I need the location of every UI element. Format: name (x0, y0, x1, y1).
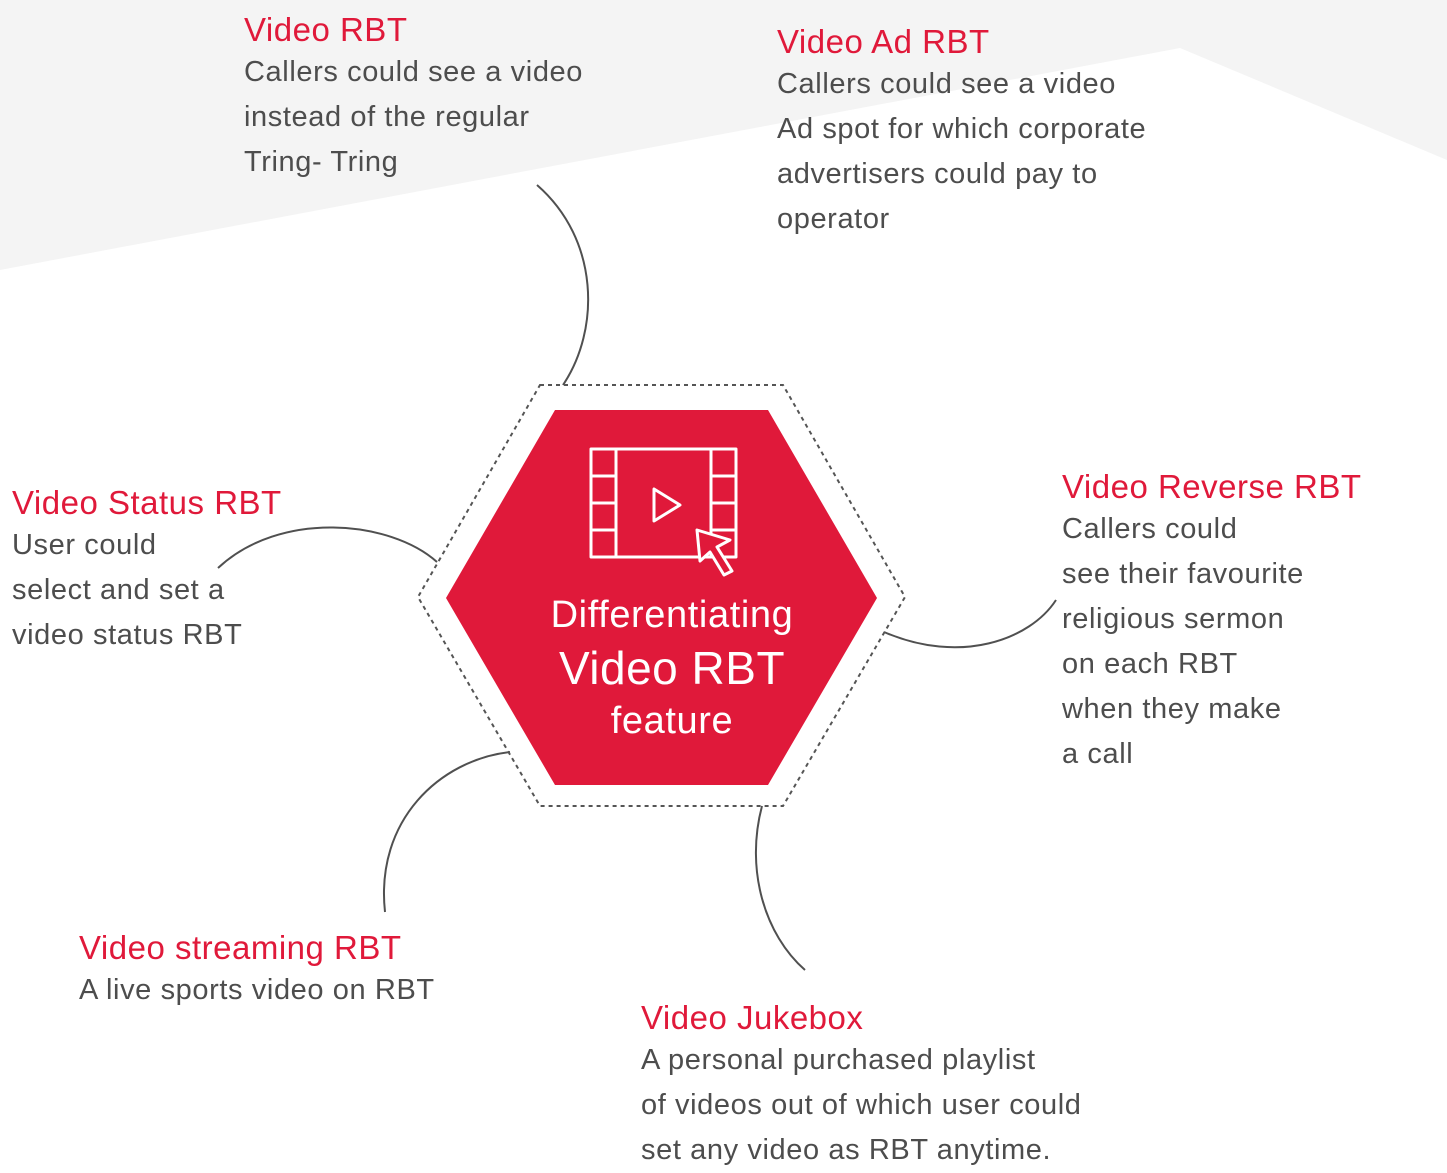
feature-description: Callers could see a video instead of the… (244, 50, 583, 185)
connector-video-streaming-rbt (382, 751, 511, 913)
description-line: operator (777, 203, 890, 235)
description-line: Tring- Tring (244, 146, 399, 178)
description-line: Callers could (1062, 513, 1238, 545)
feature-video-status-rbt: Video Status RBT User could select and s… (12, 483, 282, 658)
feature-video-reverse-rbt: Video Reverse RBT Callers could see thei… (1062, 467, 1362, 777)
description-line: advertisers could pay to (777, 158, 1098, 190)
background-shape (0, 0, 1447, 270)
feature-video-rbt: Video RBT Callers could see a video inst… (244, 10, 583, 185)
description-line: Callers could see a video (244, 56, 584, 88)
feature-description: Callers could see a video Ad spot for wh… (777, 62, 1146, 242)
description-line: User could (12, 529, 157, 561)
feature-title: Video Ad RBT (777, 23, 990, 60)
description-line: Ad spot for which corporate (777, 113, 1147, 145)
feature-description: A personal purchased playlist of videos … (641, 1038, 1082, 1173)
center-label-line1: Differentiating (550, 594, 794, 636)
description-line: select and set a (12, 574, 225, 606)
description-line: A personal purchased playlist (641, 1044, 1036, 1076)
description-line: instead of the regular (244, 101, 530, 133)
connector-video-rbt (536, 184, 590, 386)
connector-video-status-rbt (217, 526, 438, 569)
description-line: a call (1062, 738, 1134, 770)
description-line: video status RBT (12, 619, 243, 651)
center-label-line3: feature (610, 700, 734, 742)
description-line: of videos out of which user could (641, 1089, 1082, 1121)
feature-description: User could select and set a video status… (12, 523, 282, 658)
feature-title: Video Status RBT (12, 484, 282, 521)
feature-description: Callers could see their favourite religi… (1062, 507, 1362, 777)
center-hexagon (446, 410, 877, 785)
feature-video-jukebox: Video Jukebox A personal purchased playl… (641, 998, 1082, 1173)
description-line: on each RBT (1062, 648, 1238, 680)
feature-title: Video Reverse RBT (1062, 468, 1362, 505)
description-line: see their favourite (1062, 558, 1304, 590)
connector-video-jukebox (755, 805, 806, 971)
feature-title: Video RBT (244, 11, 408, 48)
description-line: religious sermon (1062, 603, 1285, 635)
description-line: Callers could see a video (777, 68, 1117, 100)
feature-title: Video streaming RBT (79, 929, 402, 966)
hexagon-outline (416, 384, 907, 807)
description-line: set any video as RBT anytime. (641, 1134, 1052, 1166)
description-line: A live sports video on RBT (79, 974, 435, 1006)
feature-description: A live sports video on RBT (79, 968, 435, 1013)
feature-title: Video Jukebox (641, 999, 864, 1036)
center-label-line2: Video RBT (558, 642, 786, 694)
description-line: when they make (1062, 693, 1282, 725)
connector-video-reverse-rbt (883, 599, 1057, 649)
feature-video-streaming-rbt: Video streaming RBT A live sports video … (79, 928, 435, 1013)
center-label: Differentiating Video RBT feature (462, 590, 882, 746)
feature-video-ad-rbt: Video Ad RBT Callers could see a video A… (777, 22, 1146, 242)
video-cursor-icon (589, 447, 738, 577)
